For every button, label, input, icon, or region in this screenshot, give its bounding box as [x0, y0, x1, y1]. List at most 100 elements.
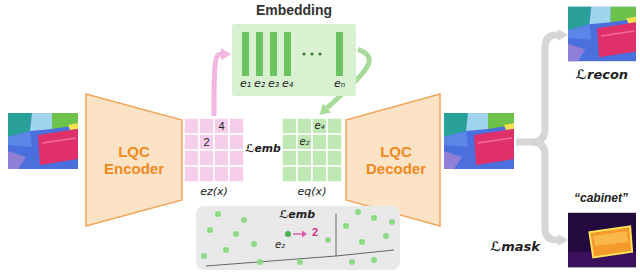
grid-cell	[229, 118, 244, 134]
grid-cell	[282, 118, 297, 134]
grid-cell	[199, 150, 214, 166]
code-index: 4	[214, 120, 229, 133]
embedding-point	[285, 231, 291, 237]
axis-line	[206, 256, 336, 266]
grid-cell	[229, 166, 244, 182]
axis-line	[336, 214, 337, 256]
grid-cell	[297, 134, 312, 150]
quantized-grid: e₄e₂eq(x)	[282, 118, 342, 182]
encode-arrow	[214, 54, 221, 116]
grid-cell	[199, 166, 214, 182]
code-vector-label: e₁	[238, 78, 254, 91]
grid-cell	[282, 150, 297, 166]
grid-cell	[312, 166, 327, 182]
grid-cell	[282, 134, 297, 150]
loss-label: ℒmask	[490, 240, 540, 255]
grid-cell	[199, 118, 214, 134]
embedding-point	[383, 233, 389, 239]
code-index: 2	[199, 136, 214, 149]
grid-cell	[327, 134, 342, 150]
ellipsis-dot	[318, 52, 321, 55]
code-vector-label: e₃	[266, 78, 282, 91]
grid-caption: ez(x)	[174, 186, 254, 199]
panel-background	[196, 206, 400, 270]
grid-cell	[312, 150, 327, 166]
grid-cell	[184, 134, 199, 150]
embedding-point	[371, 215, 377, 221]
node-shape	[184, 118, 244, 182]
input-image	[8, 113, 78, 169]
embedding-point	[215, 211, 221, 217]
embedding-point	[325, 237, 331, 243]
grid-cell	[184, 150, 199, 166]
loss-arrow	[532, 142, 558, 240]
grid-cell	[297, 166, 312, 182]
code-vector-label: e₄	[312, 120, 327, 132]
grid-cell	[184, 118, 199, 134]
target-image	[568, 7, 636, 61]
grid-cell	[312, 134, 327, 150]
node-outline	[282, 118, 342, 182]
pull-arrow	[293, 233, 302, 235]
pull-arrow-head	[302, 231, 307, 238]
loss-arrow	[516, 35, 558, 142]
code-vector-label: e₂	[297, 136, 312, 148]
embedding-point	[297, 259, 303, 265]
embedding-title: Embedding	[222, 2, 366, 18]
embedding-point	[207, 227, 213, 233]
embedding-space-panel: ℒemb e₂ 2	[196, 206, 400, 270]
block-title: LQC Encoder	[98, 143, 170, 178]
code-vector-label: e₂	[272, 239, 288, 251]
grid-cell	[214, 134, 229, 150]
grid-cell	[199, 134, 214, 150]
node-outline	[86, 94, 182, 226]
grid-cell	[282, 166, 297, 182]
embedding-point	[359, 239, 365, 245]
embedding-point	[389, 219, 395, 225]
mask-image	[568, 213, 636, 267]
trapezoid-outline	[86, 94, 182, 226]
loss-label: ℒrecon	[576, 68, 628, 83]
grid-cell	[229, 150, 244, 166]
ellipsis-dot	[302, 52, 305, 55]
grid-cell	[297, 118, 312, 134]
ellipsis-dot	[310, 52, 313, 55]
encoder-block: LQC Encoder	[86, 94, 182, 226]
node-outline	[196, 206, 400, 270]
embedding-point	[233, 231, 239, 237]
grid-cell	[229, 134, 244, 150]
grid-cell	[184, 166, 199, 182]
grid-cell	[327, 150, 342, 166]
grid-cell	[327, 118, 342, 134]
code-vector-bar	[242, 32, 249, 76]
embedding-background	[232, 24, 356, 96]
node-outline	[184, 118, 244, 182]
embedding-point	[355, 209, 361, 215]
embedding-point	[343, 223, 349, 229]
loss-label: ℒemb	[278, 209, 316, 222]
embedding-point	[257, 259, 263, 265]
block-title: LQC Decoder	[360, 143, 432, 178]
code-vector-label: eₙ	[332, 78, 348, 91]
grid-cell	[214, 150, 229, 166]
node-shape	[282, 118, 342, 182]
code-index: 2	[309, 226, 321, 239]
embedding-point	[349, 259, 355, 265]
feature-grid: 42ez(x)	[184, 118, 244, 182]
grid-cell	[327, 166, 342, 182]
embedding-box: Embeddinge₁e₂e₃e₄eₙ	[232, 24, 356, 96]
code-vector-label: e₂	[252, 78, 268, 91]
node-outline	[232, 24, 356, 96]
grid-cell	[214, 118, 229, 134]
code-vector-bar	[256, 32, 263, 76]
embedding-point	[241, 217, 247, 223]
code-vector-label: e₄	[280, 78, 296, 91]
grid-caption: eq(x)	[272, 186, 352, 199]
loss-label: ℒemb	[245, 143, 280, 155]
embedding-point	[223, 247, 229, 253]
embedding-point	[371, 257, 377, 263]
output-image	[444, 113, 514, 169]
code-vector-bar	[336, 32, 343, 76]
embedding-point	[201, 253, 207, 259]
